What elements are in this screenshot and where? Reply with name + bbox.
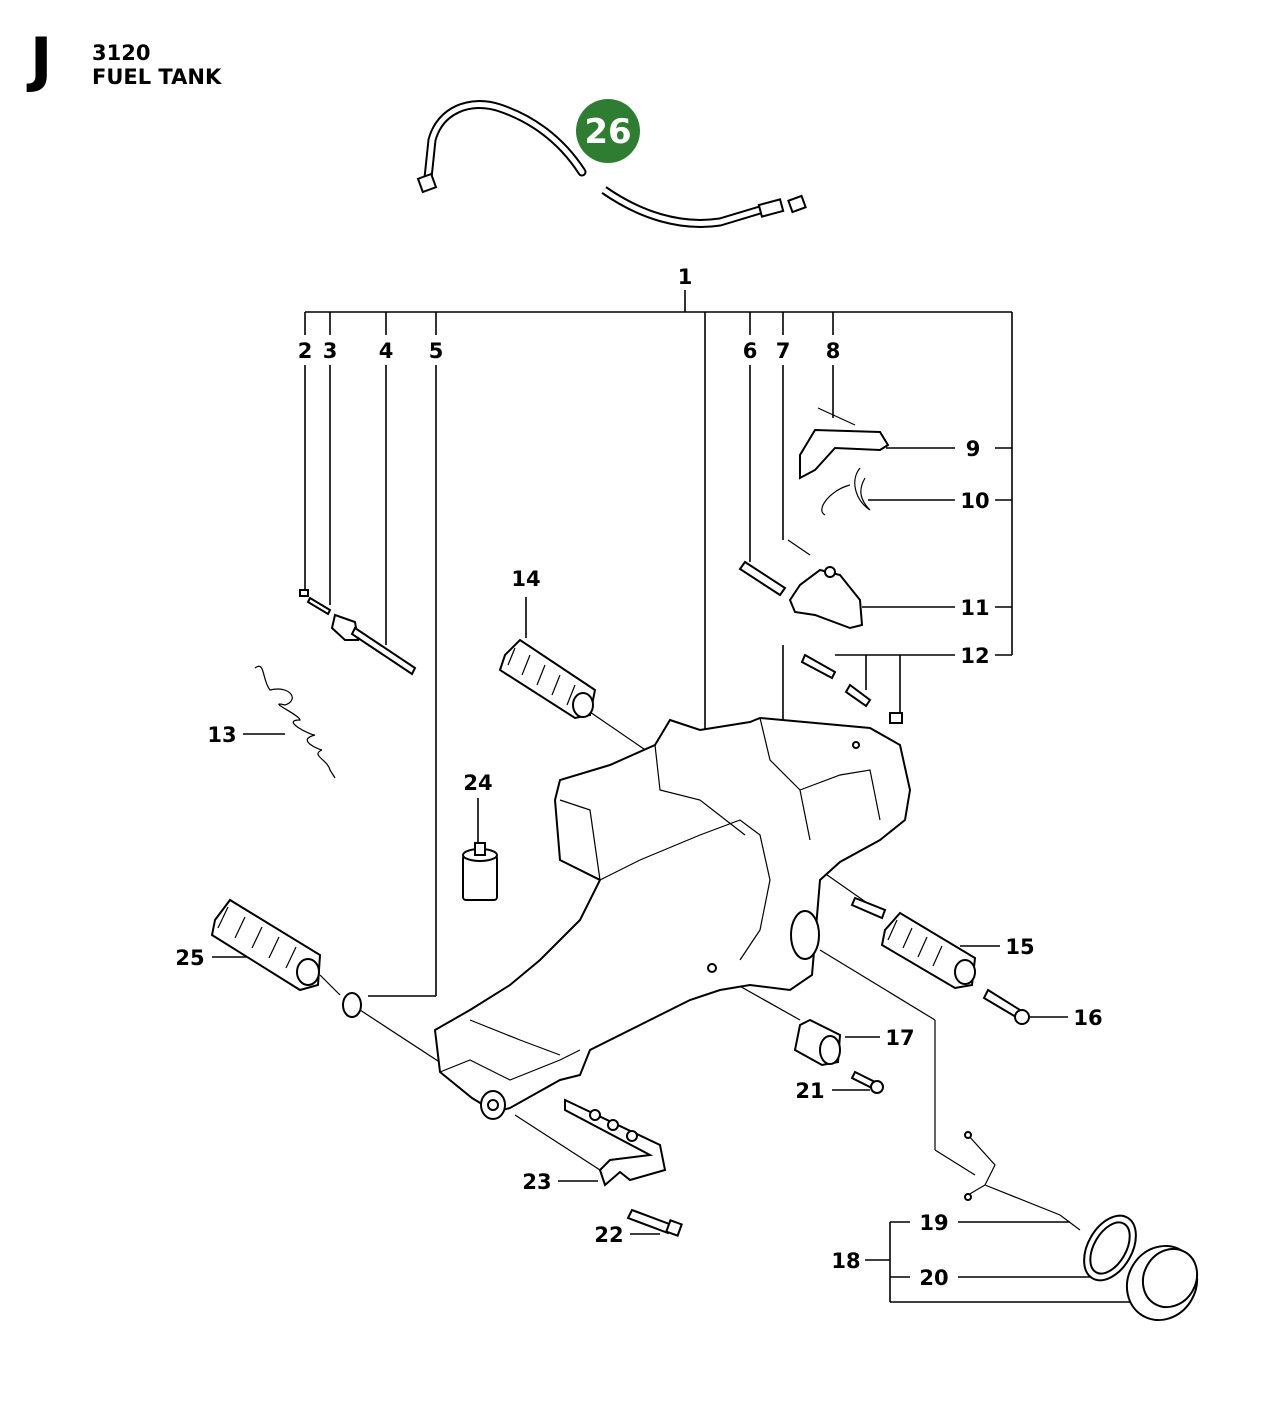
callout-22[interactable]: 22 — [594, 1223, 623, 1247]
callout-15[interactable]: 15 — [1005, 935, 1034, 959]
throttle-mechanism-parts — [738, 407, 903, 724]
rubber-buffer-25 — [210, 898, 362, 1018]
av-mount-part-17 — [793, 1018, 842, 1067]
callout-2[interactable]: 2 — [298, 339, 313, 363]
screw-part-16 — [982, 988, 1030, 1025]
callout-10[interactable]: 10 — [960, 489, 989, 513]
badge-circle — [576, 99, 640, 163]
callout-3[interactable]: 3 — [323, 339, 338, 363]
callout-12[interactable]: 12 — [960, 644, 989, 668]
screw-part-22 — [626, 1208, 683, 1237]
rubber-buffer-14 — [498, 638, 597, 720]
section-title: FUEL TANK — [92, 65, 222, 89]
bracket-part — [564, 1098, 667, 1187]
callout-21[interactable]: 21 — [795, 1079, 824, 1103]
callout-19[interactable]: 19 — [919, 1211, 948, 1235]
badge-label: 26 — [584, 112, 631, 152]
callout-5[interactable]: 5 — [429, 339, 444, 363]
fuel-tank-body — [433, 716, 912, 1120]
callout-20[interactable]: 20 — [919, 1266, 948, 1290]
callout-13[interactable]: 13 — [207, 723, 236, 747]
callout-25[interactable]: 25 — [175, 946, 204, 970]
callout-11[interactable]: 11 — [960, 596, 989, 620]
fuel-hose-parts-2-4 — [299, 589, 417, 676]
throttle-cable-part — [416, 100, 807, 228]
callout-6[interactable]: 6 — [743, 339, 758, 363]
section-letter: J — [30, 25, 53, 95]
fuel-filter-part-24 — [462, 842, 498, 901]
part-26-badge[interactable]: 26 — [576, 99, 640, 163]
callout-23[interactable]: 23 — [522, 1170, 551, 1194]
callout-1[interactable]: 1 — [678, 265, 693, 289]
callout-24[interactable]: 24 — [463, 771, 492, 795]
callout-14[interactable]: 14 — [511, 567, 540, 591]
screw-part-21 — [850, 1070, 884, 1094]
callout-17[interactable]: 17 — [885, 1026, 914, 1050]
fuel-cap-parts-18-20 — [964, 1131, 1199, 1322]
callout-18[interactable]: 18 — [831, 1249, 860, 1273]
callout-8[interactable]: 8 — [826, 339, 841, 363]
callout-tree-lines — [212, 290, 1140, 1303]
rubber-buffer-15 — [850, 896, 977, 990]
callout-7[interactable]: 7 — [776, 339, 791, 363]
callout-4[interactable]: 4 — [379, 339, 394, 363]
model-number: 3120 — [92, 41, 151, 65]
callout-9[interactable]: 9 — [966, 437, 981, 461]
spring-part-13 — [254, 665, 336, 779]
callout-16[interactable]: 16 — [1073, 1006, 1102, 1030]
